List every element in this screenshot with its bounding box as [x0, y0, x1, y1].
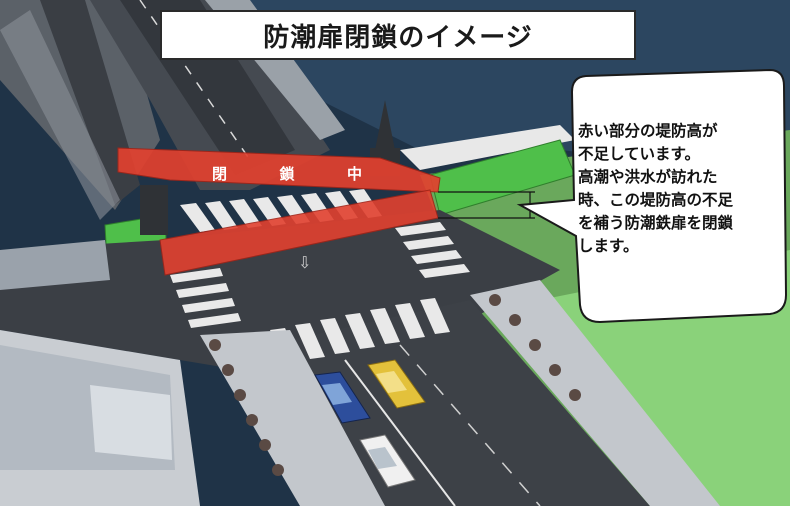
callout-line: します。 — [578, 237, 639, 255]
gate-label-char-2: 鎖 — [279, 164, 295, 183]
avenue-left-sidewalk — [200, 330, 385, 506]
callout-line: 高潮や洪水が訪れた — [578, 168, 718, 186]
left-road-surface — [40, 0, 140, 205]
left-building-top — [90, 385, 172, 460]
crosswalk-right — [395, 222, 470, 278]
avenue-lane-line — [399, 344, 541, 506]
callout-line: を補う防潮鉄扉を閉鎖 — [578, 214, 734, 232]
callout-text: 赤い部分の堤防高が 不足しています。 高潮や洪水が訪れた 時、この堤防高の不足 … — [578, 120, 783, 258]
bollards-right — [489, 294, 581, 401]
gate-pillar-tower — [375, 100, 395, 150]
left-bridge-rail — [0, 10, 120, 220]
road-arrow-icon: ⇩ — [298, 253, 311, 272]
gate-pillar-left — [140, 185, 168, 235]
callout-bubble — [516, 68, 788, 324]
riverside-wall — [400, 125, 575, 170]
avenue-right-sidewalk — [470, 280, 720, 506]
car-white — [359, 434, 416, 488]
gate-closed-label: 閉 鎖 中 — [212, 162, 362, 184]
gate-label-char-1: 閉 — [212, 164, 228, 183]
callout-line: 時、この堤防高の不足 — [578, 191, 734, 209]
left-embankment-wall — [0, 240, 110, 290]
bollards-left — [209, 339, 284, 476]
callout-line: 赤い部分の堤防高が — [578, 122, 718, 140]
avenue-center-line — [344, 359, 456, 506]
callout-line: 不足しています。 — [578, 145, 700, 163]
gate-label-char-3: 中 — [346, 164, 362, 183]
page-title: 防潮扉閉鎖のイメージ — [160, 10, 636, 60]
bridge-lane-marking — [139, 0, 251, 161]
crosswalk-left — [170, 268, 241, 328]
car-yellow — [367, 359, 426, 409]
car-blue — [314, 371, 371, 424]
